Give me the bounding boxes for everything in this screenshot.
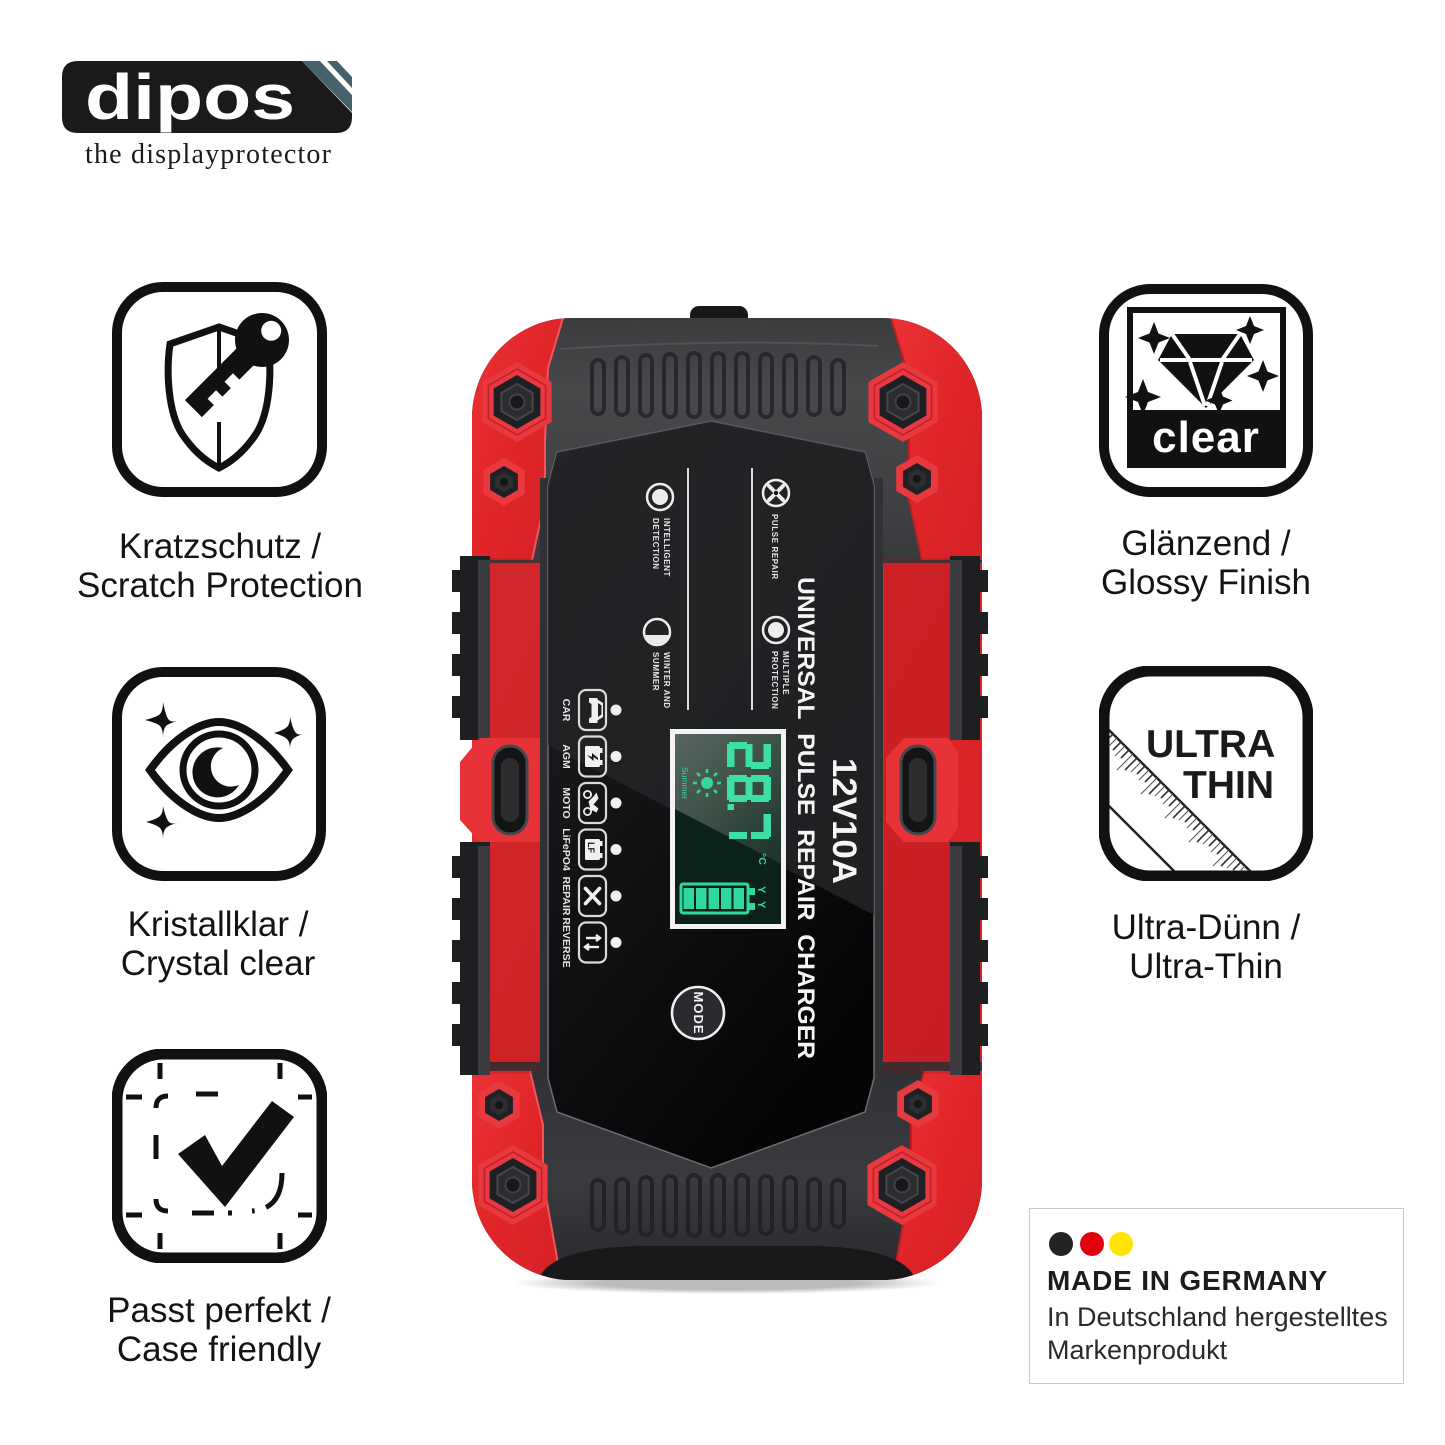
svg-text:REPAIR: REPAIR — [560, 877, 572, 916]
svg-text:INTELLIGENT: INTELLIGENT — [662, 518, 671, 577]
svg-text:ULTRA: ULTRA — [1146, 723, 1275, 766]
svg-text:CAR: CAR — [560, 699, 572, 722]
svg-text:THIN: THIN — [1183, 764, 1274, 807]
svg-text:PULSE REPAIR: PULSE REPAIR — [770, 514, 779, 580]
svg-text:MOTO: MOTO — [560, 787, 572, 818]
svg-text:dipos: dipos — [85, 61, 295, 133]
svg-text:LiFePO4: LiFePO4 — [560, 828, 572, 871]
svg-text:MODE: MODE — [691, 992, 706, 1035]
svg-text:°C: °C — [756, 853, 768, 865]
svg-text:12V10A: 12V10A — [825, 758, 863, 884]
svg-text:WINTER AND: WINTER AND — [662, 652, 671, 709]
svg-text:Y: Y — [755, 886, 767, 894]
svg-text:MULTIPLE: MULTIPLE — [781, 651, 790, 695]
svg-text:clear: clear — [1152, 413, 1260, 462]
svg-text:UNIVERSAL PULSE REPAIR CHAR: UNIVERSAL PULSE REPAIR CHARGER — [792, 577, 819, 1059]
svg-text:SUMMER: SUMMER — [651, 652, 660, 691]
svg-text:Summer: Summer — [680, 767, 690, 799]
svg-text:Y: Y — [755, 901, 767, 909]
svg-text:REVERSE: REVERSE — [560, 917, 572, 967]
svg-text:AGM: AGM — [560, 744, 572, 769]
svg-text:PROTECTION: PROTECTION — [770, 651, 779, 709]
svg-text:LF: LF — [586, 842, 596, 853]
svg-text:DETECTION: DETECTION — [651, 518, 660, 570]
